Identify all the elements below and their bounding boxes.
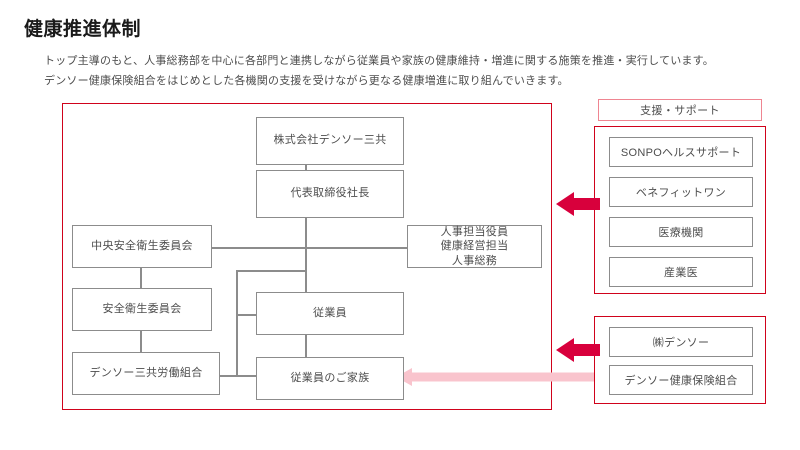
support-arrow-to-president bbox=[556, 191, 600, 217]
connector-union-bracket-bottom bbox=[218, 375, 258, 377]
connector-union-bracket-top bbox=[236, 270, 306, 272]
insurance-arrow-to-family bbox=[396, 368, 594, 386]
support-group-external: SONPOヘルスサポート ベネフィットワン 医療機関 産業医 bbox=[594, 126, 766, 294]
support-group-denso: ㈱デンソー デンソー健康保険組合 bbox=[594, 316, 766, 404]
lead-paragraph-line-1: トップ主導のもと、人事総務部を中心に各部門と連携しながら従業員や家族の健康維持・… bbox=[44, 55, 714, 67]
connector-employees-family bbox=[305, 334, 307, 358]
connector-horizontal-hr-level bbox=[212, 247, 428, 249]
page-title: 健康推進体制 bbox=[24, 19, 142, 40]
node-hr-officer[interactable]: 人事担当役員 健康経営担当 人事総務 bbox=[407, 225, 542, 268]
connector-bracket-employees bbox=[236, 314, 264, 316]
support-item-medical-institution[interactable]: 医療機関 bbox=[609, 217, 753, 247]
node-hr-officer-line-3: 人事総務 bbox=[451, 254, 498, 267]
support-item-denso-corp[interactable]: ㈱デンソー bbox=[609, 327, 753, 357]
connector-union-bracket-vertical bbox=[236, 270, 238, 377]
node-safety-committee[interactable]: 安全衛生委員会 bbox=[72, 288, 212, 331]
node-hr-officer-line-2: 健康経営担当 bbox=[440, 240, 509, 253]
node-employees[interactable]: 従業員 bbox=[256, 292, 404, 335]
node-hr-officer-line-1: 人事担当役員 bbox=[440, 226, 509, 239]
node-central-safety-committee[interactable]: 中央安全衛生委員会 bbox=[72, 225, 212, 268]
connector-safety-union bbox=[140, 330, 142, 352]
lead-paragraph-line-2: デンソー健康保険組合をはじめとした各機関の支援を受けながら更なる健康増進に取り組… bbox=[44, 75, 569, 87]
support-panel-header: 支援・サポート bbox=[598, 99, 762, 121]
node-company[interactable]: 株式会社デンソー三共 bbox=[256, 117, 404, 165]
connector-central-safety bbox=[140, 268, 142, 290]
support-item-sonpo[interactable]: SONPOヘルスサポート bbox=[609, 137, 753, 167]
support-item-benefitone[interactable]: ベネフィットワン bbox=[609, 177, 753, 207]
support-item-occupational-physician[interactable]: 産業医 bbox=[609, 257, 753, 287]
node-labor-union[interactable]: デンソー三共労働組合 bbox=[72, 352, 220, 395]
org-chart-frame bbox=[62, 103, 552, 410]
support-arrow-to-org bbox=[556, 337, 600, 363]
connector-president-spine bbox=[305, 218, 307, 300]
node-president[interactable]: 代表取締役社長 bbox=[256, 170, 404, 218]
support-item-denso-health-insurance[interactable]: デンソー健康保険組合 bbox=[609, 365, 753, 395]
node-employee-family[interactable]: 従業員のご家族 bbox=[256, 357, 404, 400]
